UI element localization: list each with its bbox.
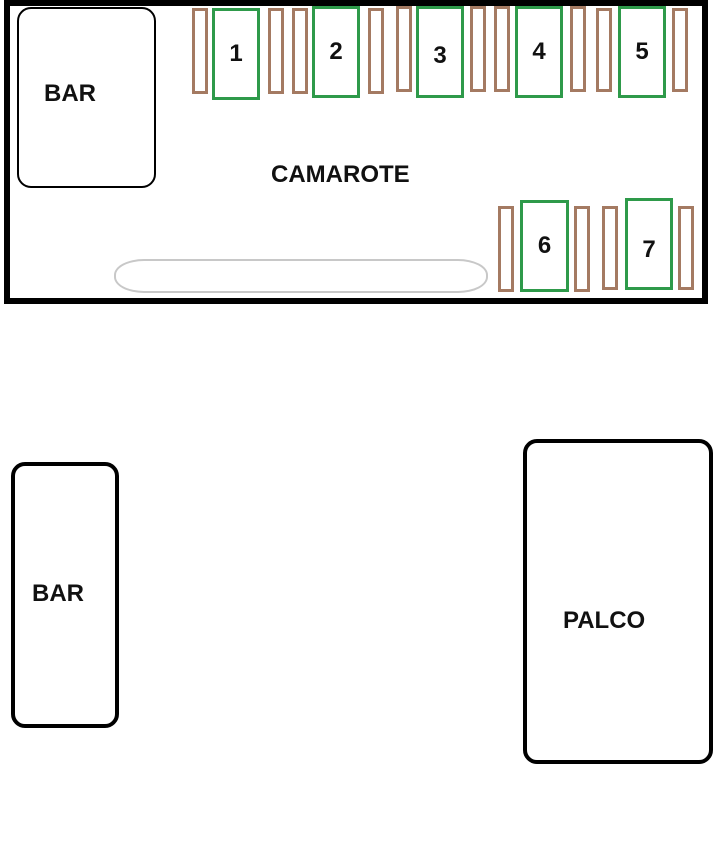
table-5[interactable]: 5 bbox=[618, 6, 666, 98]
chair bbox=[368, 8, 384, 94]
table-2[interactable]: 2 bbox=[312, 6, 360, 98]
couch bbox=[114, 259, 488, 293]
table-number: 2 bbox=[329, 38, 343, 65]
table-4[interactable]: 4 bbox=[515, 6, 563, 98]
table-number: 4 bbox=[532, 38, 546, 65]
chair bbox=[596, 8, 612, 92]
chair bbox=[570, 6, 586, 92]
palco-label: PALCO bbox=[563, 607, 646, 634]
chair bbox=[494, 6, 510, 92]
chair bbox=[498, 206, 514, 292]
table-number: 6 bbox=[537, 232, 552, 259]
chair bbox=[192, 8, 208, 94]
chair bbox=[396, 6, 412, 92]
bar-camarote bbox=[17, 7, 156, 188]
chair bbox=[574, 206, 590, 292]
chair bbox=[470, 6, 486, 92]
palco-stage bbox=[523, 439, 713, 764]
chair bbox=[292, 8, 308, 94]
chair bbox=[678, 206, 694, 290]
table-1[interactable]: 1 bbox=[212, 8, 260, 100]
table-7[interactable]: 7 bbox=[625, 198, 673, 290]
table-6[interactable]: 6 bbox=[520, 200, 569, 292]
chair bbox=[268, 8, 284, 94]
chair bbox=[672, 8, 688, 92]
table-number: 1 bbox=[229, 40, 243, 67]
bar-main-label: BAR bbox=[32, 580, 84, 607]
bar-camarote-label: BAR bbox=[44, 80, 96, 107]
camarote-label: CAMAROTE bbox=[271, 161, 410, 188]
table-3[interactable]: 3 bbox=[416, 6, 464, 98]
chair bbox=[602, 206, 618, 290]
bar-main bbox=[11, 462, 119, 728]
table-number: 7 bbox=[642, 236, 656, 263]
table-number: 5 bbox=[635, 38, 649, 65]
camarote-area bbox=[4, 0, 708, 304]
table-number: 3 bbox=[433, 42, 447, 69]
